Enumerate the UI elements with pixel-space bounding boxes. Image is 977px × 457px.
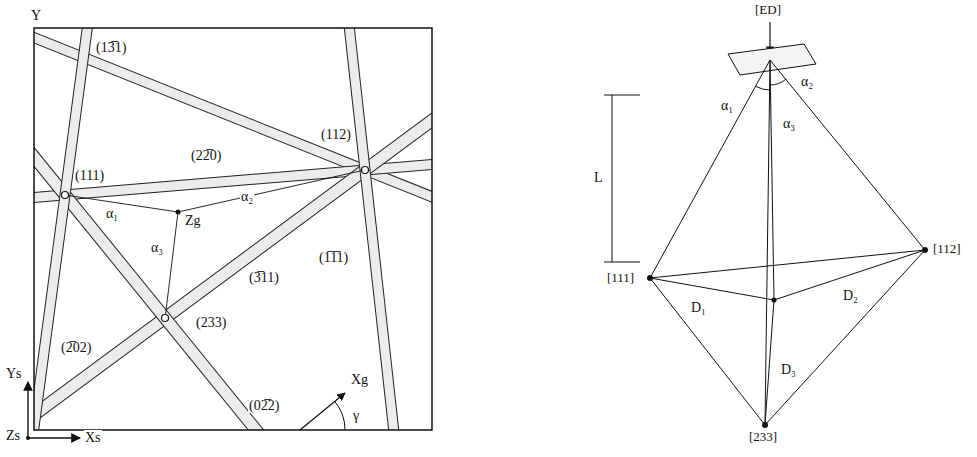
- pattern-centre: [176, 210, 181, 215]
- distance-label: D₃: [780, 362, 797, 377]
- pole-label: [111]: [606, 271, 635, 285]
- axis-label: Ys: [5, 366, 23, 381]
- axis-label: Zs: [5, 428, 21, 443]
- angle-lines: [69, 171, 361, 314]
- axis-label: Xs: [84, 430, 102, 445]
- distance-l-dimension: [604, 95, 640, 262]
- pole-label: (112): [320, 127, 352, 142]
- band-label: (2̅02): [60, 340, 92, 355]
- axis-label: Y: [30, 8, 42, 23]
- xg-axis-arrow: [300, 393, 345, 430]
- pole-label: (233): [195, 315, 227, 330]
- zone-axis-poles: [62, 167, 369, 322]
- projection-points: [647, 247, 928, 428]
- angle-label: α₂: [240, 189, 254, 204]
- angle-label: α₂: [800, 74, 814, 89]
- ys-axis-arrow: [27, 382, 28, 438]
- pole-label: [233]: [748, 430, 778, 444]
- kikuchi-bands: [34, 28, 432, 430]
- xs-axis-arrow: [28, 437, 80, 438]
- pole-label: [112]: [932, 242, 962, 256]
- band-label: (22̅0): [190, 148, 222, 163]
- direction-label: [ED]: [754, 3, 782, 17]
- distance-label: D₂: [842, 288, 859, 303]
- distance-label: D₁: [690, 300, 707, 315]
- band-label: (1̅1̅1): [318, 250, 349, 265]
- axis-label: Xg: [350, 372, 369, 387]
- angle-label: γ: [352, 408, 360, 423]
- angle-label: α₃: [782, 116, 796, 131]
- pattern-frame: [34, 28, 432, 430]
- point-label: Zg: [184, 213, 202, 228]
- band-label: (3̅11): [248, 270, 280, 285]
- zs-axis-dot: [26, 436, 30, 440]
- angle-label: α₁: [720, 98, 734, 113]
- angle-label: α₃: [150, 240, 164, 255]
- projection-pyramid: [650, 60, 925, 425]
- band-label: (02̅2): [248, 398, 280, 413]
- gamma-arc: [335, 401, 346, 430]
- sample-plate: [728, 44, 816, 75]
- band-label: (13̅1): [95, 40, 127, 55]
- angle-label: α₁: [105, 206, 119, 221]
- pole-label: (111): [74, 168, 105, 183]
- dimension-label: L: [593, 170, 604, 185]
